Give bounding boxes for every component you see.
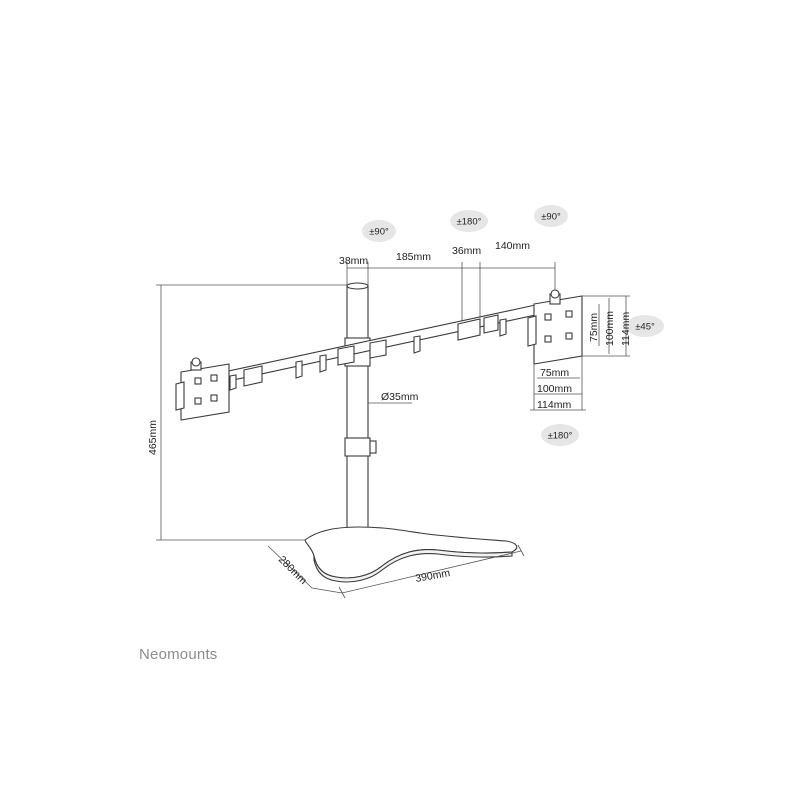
badge-tilt-right: ±90°: [534, 205, 568, 227]
pole: [344, 282, 377, 532]
dim-vesa-h-75: 75mm: [540, 367, 569, 379]
dim-vesa-h-100: 100mm: [537, 383, 572, 395]
badge-swivel-middle-label: ±180°: [457, 217, 482, 228]
height-dimension-line: [156, 284, 348, 541]
vesa-dimension-lines: [530, 295, 630, 411]
dim-pole-diameter: Ø35mm: [381, 391, 419, 403]
dim-pole-width: 38mm: [339, 255, 368, 267]
badge-tilt-left: ±90°: [362, 220, 396, 242]
dim-arm-length-1: 185mm: [396, 251, 431, 263]
dim-total-height: 465mm: [147, 420, 159, 455]
badge-tilt-left-label: ±90°: [369, 227, 389, 238]
badge-rotate-bottom: ±180°: [541, 424, 579, 446]
dim-vesa-h-114: 114mm: [537, 399, 571, 411]
badge-tilt-right-label: ±90°: [541, 212, 561, 223]
top-dimension-lines: [346, 262, 556, 322]
badge-rotate-bottom-label: ±180°: [548, 431, 573, 442]
badge-pivot-right-label: ±45°: [635, 322, 655, 333]
vesa-plate-left: [175, 357, 230, 421]
dim-arm-length-2: 140mm: [495, 240, 530, 252]
dim-vesa-v-114: 114mm: [620, 312, 632, 346]
dim-joint-width: 36mm: [452, 245, 481, 257]
vesa-plate-right: [527, 289, 583, 365]
dim-base-depth: 280mm: [276, 554, 309, 587]
badge-pivot-right: ±45°: [626, 315, 664, 337]
base-dimension-lines: [267, 544, 525, 599]
dim-base-width: 390mm: [414, 567, 451, 585]
badge-swivel-middle: ±180°: [450, 210, 488, 232]
dim-vesa-v-100: 100mm: [604, 311, 616, 346]
brand-logo-text: Neomounts: [139, 646, 218, 663]
dim-vesa-v-75: 75mm: [588, 313, 600, 342]
base: [304, 526, 518, 583]
